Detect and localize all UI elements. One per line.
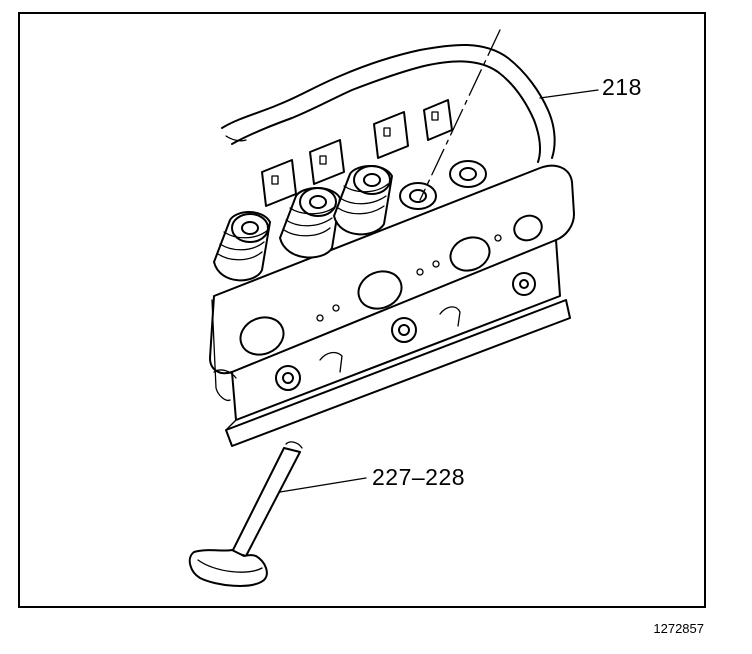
leader-227 xyxy=(279,477,367,493)
valve-spring-3 xyxy=(333,165,393,236)
cylinder-head-body xyxy=(209,164,575,447)
valve-guides xyxy=(399,160,487,210)
leader-218 xyxy=(539,89,599,99)
valve-springs xyxy=(213,165,393,282)
callout-218: 218 xyxy=(602,74,642,100)
head-edge xyxy=(211,299,231,402)
valve xyxy=(188,441,303,587)
figure-number: 1272857 xyxy=(653,621,704,636)
callout-227-228: 227–228 xyxy=(372,464,466,490)
rocker-pedestals xyxy=(261,99,453,207)
valve-spring-2 xyxy=(279,187,341,259)
valve-cover-gasket xyxy=(221,44,556,163)
valve-spring-1 xyxy=(213,211,271,282)
